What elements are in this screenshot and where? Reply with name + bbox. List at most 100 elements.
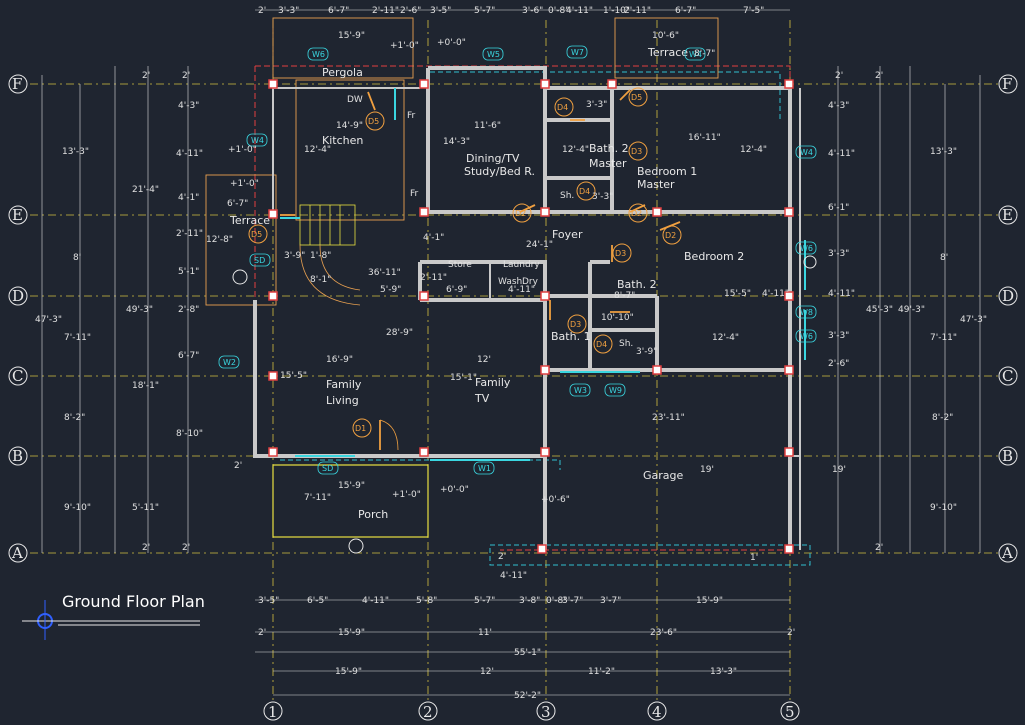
dims-interior: 15'-9" 14'-9" 12'-4" 11'-6" 14'-3" 12'-4… [206, 31, 789, 581]
room-label-kitchen: Kitchen [322, 134, 363, 147]
dim-left: 2' [142, 71, 150, 81]
dim-bottom: 4'-11" [362, 596, 389, 606]
dim-interior: 2' [498, 552, 506, 562]
door-tag-d5c: D5 [631, 93, 642, 102]
dim-interior: 3'-3" [586, 100, 607, 110]
dim-bottom: 15'-9" [696, 596, 723, 606]
dim-left: 13'-3" [62, 147, 89, 157]
dim-right-wall: 4'-3" [828, 101, 849, 111]
grid-label-d-left: D [12, 287, 24, 305]
dim-right: 7'-11" [930, 333, 957, 343]
room-label-living: Living [326, 394, 359, 407]
dim-interior: 4'-11" [500, 571, 527, 581]
dim-left: 9'-10" [64, 503, 91, 513]
grid-label-5: 5 [785, 703, 795, 721]
dim-interior: 16'-11" [688, 133, 721, 143]
dim-left-wall: 8'-10" [176, 429, 203, 439]
staircase [299, 204, 361, 306]
entry-markers [232, 255, 817, 554]
dim-interior: 12' [477, 355, 491, 365]
dim-right: 2' [875, 543, 883, 553]
outline-structures [205, 17, 719, 306]
dim-left: 8'-2" [64, 413, 85, 423]
fixture-label-fr2: Fr [410, 189, 419, 199]
room-label-family-tv: Family [475, 376, 511, 389]
dim-interior: 12'-4" [304, 145, 331, 155]
dim-right-total: 47'-3" [960, 315, 987, 325]
window-tag-w9: W9 [609, 386, 622, 395]
dim-top: 2' [258, 6, 266, 16]
grid-bubbles-letters [8, 74, 1018, 563]
room-label-master-bath: Master [589, 157, 627, 170]
dim-right-total: 45'-3" [866, 305, 893, 315]
dim-left-wall: 2'-8" [178, 305, 199, 315]
level-marker: +1'-0" [392, 490, 421, 500]
door-tag-d3a: D3 [631, 147, 642, 156]
dim-interior: 12'-4" [712, 333, 739, 343]
room-label-dining: Dining/TV [466, 152, 520, 165]
dim-interior: 12'-4" [740, 145, 767, 155]
dim-interior: 3'-9" [636, 347, 657, 357]
fixture-label-sh2: Sh. [619, 339, 633, 349]
dim-left-mid: 18'-1" [132, 381, 159, 391]
dim-right: 8'-2" [932, 413, 953, 423]
room-label-bath2: Bath. 2 [589, 142, 629, 155]
dim-interior: 10'-10" [601, 313, 634, 323]
grid-label-a-left: A [11, 544, 23, 562]
dim-interior: 15'-9" [338, 481, 365, 491]
room-label-family: Family [326, 378, 362, 391]
dims-top: 2' 3'-3" 6'-7" 2'-11" 2'-6" 3'-5" 5'-7" … [258, 6, 764, 16]
dim-interior: 4'-11" [508, 285, 535, 295]
door-tag-d1: D1 [355, 424, 366, 433]
dim-right: 13'-3" [930, 147, 957, 157]
dim-left: 8' [73, 253, 81, 263]
room-label-bedroom2: Bedroom 2 [684, 250, 744, 263]
window-tag-w5: W5 [487, 50, 500, 59]
dim-interior: 1' [750, 553, 758, 563]
dim-top: 3'-6" [522, 6, 543, 16]
dim-bottom: 3'-7" [562, 596, 583, 606]
drawing-title-block: Ground Floor Plan [22, 592, 205, 640]
grid-label-2: 2 [423, 703, 433, 721]
dim-left-wall: 2' [182, 543, 190, 553]
dim-bottom: 11' [478, 628, 492, 638]
grid-label-b-right: B [1002, 447, 1013, 465]
room-label-dry: Dry [522, 277, 539, 287]
grid-label-c-right: C [1002, 367, 1013, 385]
dim-bottom: 6'-5" [307, 596, 328, 606]
dim-interior: 14'-9" [336, 121, 363, 131]
dim-top: 3'-3" [278, 6, 299, 16]
room-label-garage: Garage [643, 469, 684, 482]
dim-interior: 14'-3" [443, 137, 470, 147]
dim-interior: 12'-4" [562, 145, 589, 155]
window-tag-w4c: W4 [800, 148, 813, 157]
dim-top: 2'-6" [400, 6, 421, 16]
room-label-bath2b: Bath. 2 [617, 278, 657, 291]
dim-bottom: 23'-6" [650, 628, 677, 638]
dims-bottom-row2: 2' 15'-9" 11' 23'-6" 2' [258, 628, 795, 638]
dim-top: 5'-7" [474, 6, 495, 16]
fixture-label-fr1: Fr [407, 111, 416, 121]
dim-bottom: 3'-7" [600, 596, 621, 606]
dim-bottom: 3'-8" [519, 596, 540, 606]
door-tag-d5b: D5 [251, 230, 262, 239]
dim-left-total: 47'-3" [35, 315, 62, 325]
door-tag-d3b: D3 [615, 249, 626, 258]
dim-right: 2' [875, 71, 883, 81]
dim-interior: 8'-7" [694, 49, 715, 59]
dim-interior: 15'-5" [280, 371, 307, 381]
dim-right-wall: 6'-1" [828, 203, 849, 213]
grid-label-c-left: C [12, 367, 23, 385]
fixture-label-sh1: Sh. [560, 191, 574, 201]
dim-interior: 7'-11" [304, 493, 331, 503]
dim-right-wall: 4'-11" [828, 289, 855, 299]
dim-top: 7'-5" [743, 6, 764, 16]
grid-letter-labels: F E D C B A F E D C B A [11, 75, 1014, 562]
dims-bottom-row4: 15'-9" 12' 11'-2" 13'-3" [335, 667, 737, 677]
grid-label-a-right: A [1001, 544, 1013, 562]
room-label-bedroom1: Bedroom 1 [637, 165, 697, 178]
door-tag-d5a: D5 [368, 117, 379, 126]
dim-bottom: 12' [480, 667, 494, 677]
window-tag-w8: W8 [800, 308, 813, 317]
